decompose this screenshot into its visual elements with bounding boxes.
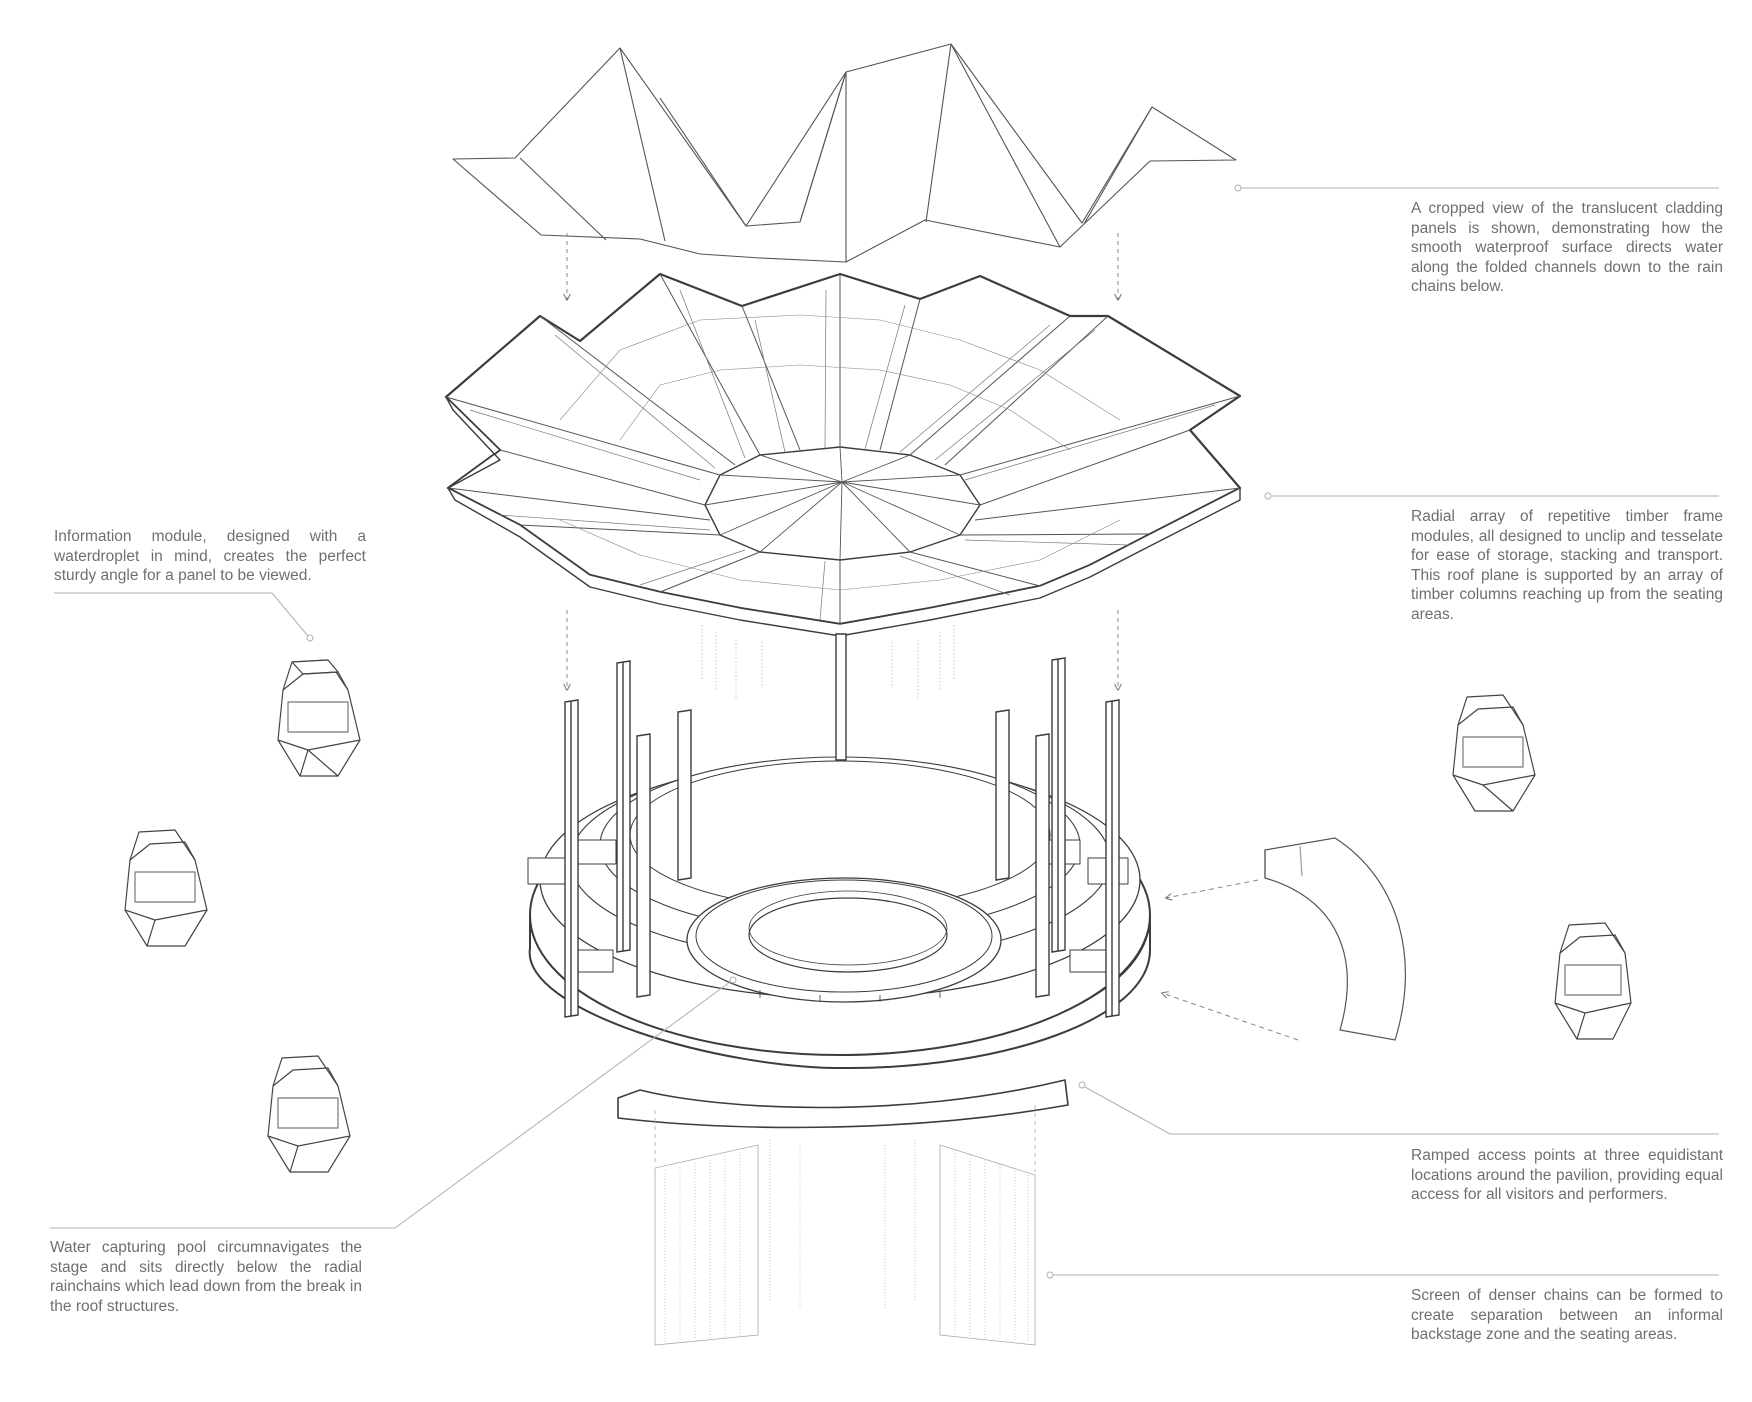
timber-columns (564, 633, 1120, 1018)
rain-chains (701, 625, 955, 700)
annotation-timber-frame: Radial array of repetitive timber frame … (1411, 508, 1723, 623)
ramp-segment (1264, 837, 1406, 1041)
annotation-screen: Screen of denser chains can be formed to… (1411, 1287, 1723, 1343)
leader-lines (50, 184, 1719, 1279)
annotation-ramps: Ramped access points at three equidistan… (1411, 1147, 1723, 1203)
annotation-info-module: Information module, designed with a wate… (54, 528, 366, 584)
cladding-panels (452, 43, 1237, 263)
annotation-cladding: A cropped view of the translucent claddi… (1411, 200, 1723, 295)
annotation-pool: Water capturing pool circumnavigates the… (50, 1239, 362, 1315)
chain-screen (654, 1105, 1036, 1346)
info-modules (124, 659, 1632, 1173)
timber-frame-roof (444, 272, 1242, 637)
